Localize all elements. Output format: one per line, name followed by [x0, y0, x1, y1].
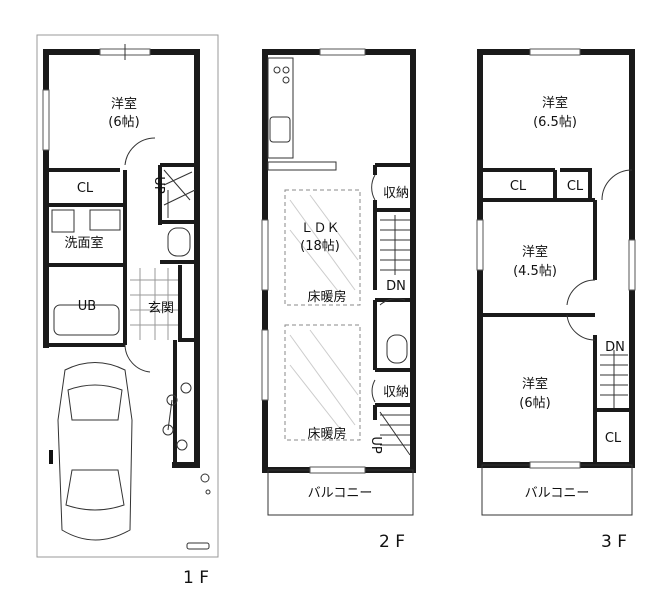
stair	[163, 169, 196, 218]
ldk-size: (18帖)	[300, 239, 340, 254]
post	[49, 450, 53, 464]
kitchen-counter	[267, 57, 294, 159]
closet-label: CL	[567, 179, 584, 194]
bathtub-icon	[53, 304, 120, 336]
room-size: (4.5帖)	[513, 264, 557, 279]
washroom-label: 洗面室	[64, 235, 103, 251]
closet-label: CL	[605, 431, 622, 446]
balcony-label: バルコニー	[308, 486, 373, 501]
door-swing	[371, 174, 376, 201]
ldk-label: ＬＤＫ	[300, 221, 339, 236]
room-size: (6帖)	[108, 115, 139, 130]
sink-icon	[269, 116, 291, 143]
door-swing	[379, 298, 406, 306]
lot-boundary	[36, 34, 219, 558]
storage-label: 収納	[383, 186, 409, 201]
floor-label-1f: 1 F	[183, 568, 209, 588]
toilet-icon	[167, 227, 191, 257]
floor-heating-label: 床暖房	[307, 289, 346, 305]
window	[476, 219, 484, 271]
room-size: (6帖)	[519, 396, 550, 411]
door-swing	[124, 137, 156, 166]
dn-label: DN	[386, 279, 406, 294]
window	[319, 48, 366, 56]
closet-label: CL	[77, 181, 94, 196]
tile-floor	[130, 268, 178, 340]
car-icon	[57, 362, 133, 541]
dn-label: DN	[605, 340, 625, 355]
floor-1-plan: 洋室 (6帖) CL 洗面室 UB 玄関 UP 1 F	[36, 34, 219, 588]
floor-2-plan: ＬＤＫ (18帖) 床暖房 床暖房 収納 収納 DN UP バルコニー 2 F	[261, 48, 416, 552]
floor-heating-area	[284, 324, 361, 441]
floor-2-walls	[262, 49, 416, 473]
floor-1-walls	[43, 49, 200, 468]
floor-3-plan: 洋室 (6.5帖) CL CL 洋室 (4.5帖) 洋室 (6帖) CL DN …	[476, 48, 636, 552]
room-label: 洋室	[522, 376, 548, 392]
door-swing	[371, 379, 376, 403]
bath-label: UB	[78, 299, 96, 314]
toilet-icon	[386, 334, 408, 364]
counter	[267, 161, 337, 171]
door-swing	[566, 279, 596, 306]
room-label: 洋室	[542, 95, 568, 111]
floor-heating-label: 床暖房	[307, 426, 346, 442]
window	[529, 461, 581, 469]
floor-label-3f: 3 F	[601, 532, 627, 552]
up-label: UP	[368, 436, 383, 454]
sink-icon	[51, 209, 75, 233]
drain-icon	[186, 542, 210, 550]
room-label: 洋室	[522, 244, 548, 260]
window	[261, 219, 269, 291]
door-swing	[124, 344, 151, 373]
stove-icon	[273, 66, 281, 74]
floor-3-walls	[477, 49, 635, 468]
stair	[380, 215, 410, 275]
closet-label: CL	[510, 179, 527, 194]
balcony-label: バルコニー	[525, 486, 590, 501]
meter-icon	[200, 473, 210, 483]
bicycle-icon	[162, 382, 192, 451]
entrance-label: 玄関	[148, 301, 174, 316]
window	[261, 329, 269, 401]
stair	[379, 411, 411, 456]
washbasin-icon	[89, 209, 121, 231]
door-swing	[601, 169, 633, 201]
floor-heating-area	[284, 189, 361, 306]
floor-label-2f: 2 F	[379, 532, 405, 552]
storage-label: 収納	[383, 385, 409, 400]
up-label: UP	[151, 176, 166, 194]
window	[42, 89, 50, 151]
window	[529, 48, 581, 56]
window	[628, 239, 636, 291]
room-label: 洋室	[111, 96, 137, 112]
stair	[600, 350, 628, 408]
room-size: (6.5帖)	[533, 115, 577, 130]
door-swing	[566, 314, 596, 341]
window	[309, 466, 366, 474]
